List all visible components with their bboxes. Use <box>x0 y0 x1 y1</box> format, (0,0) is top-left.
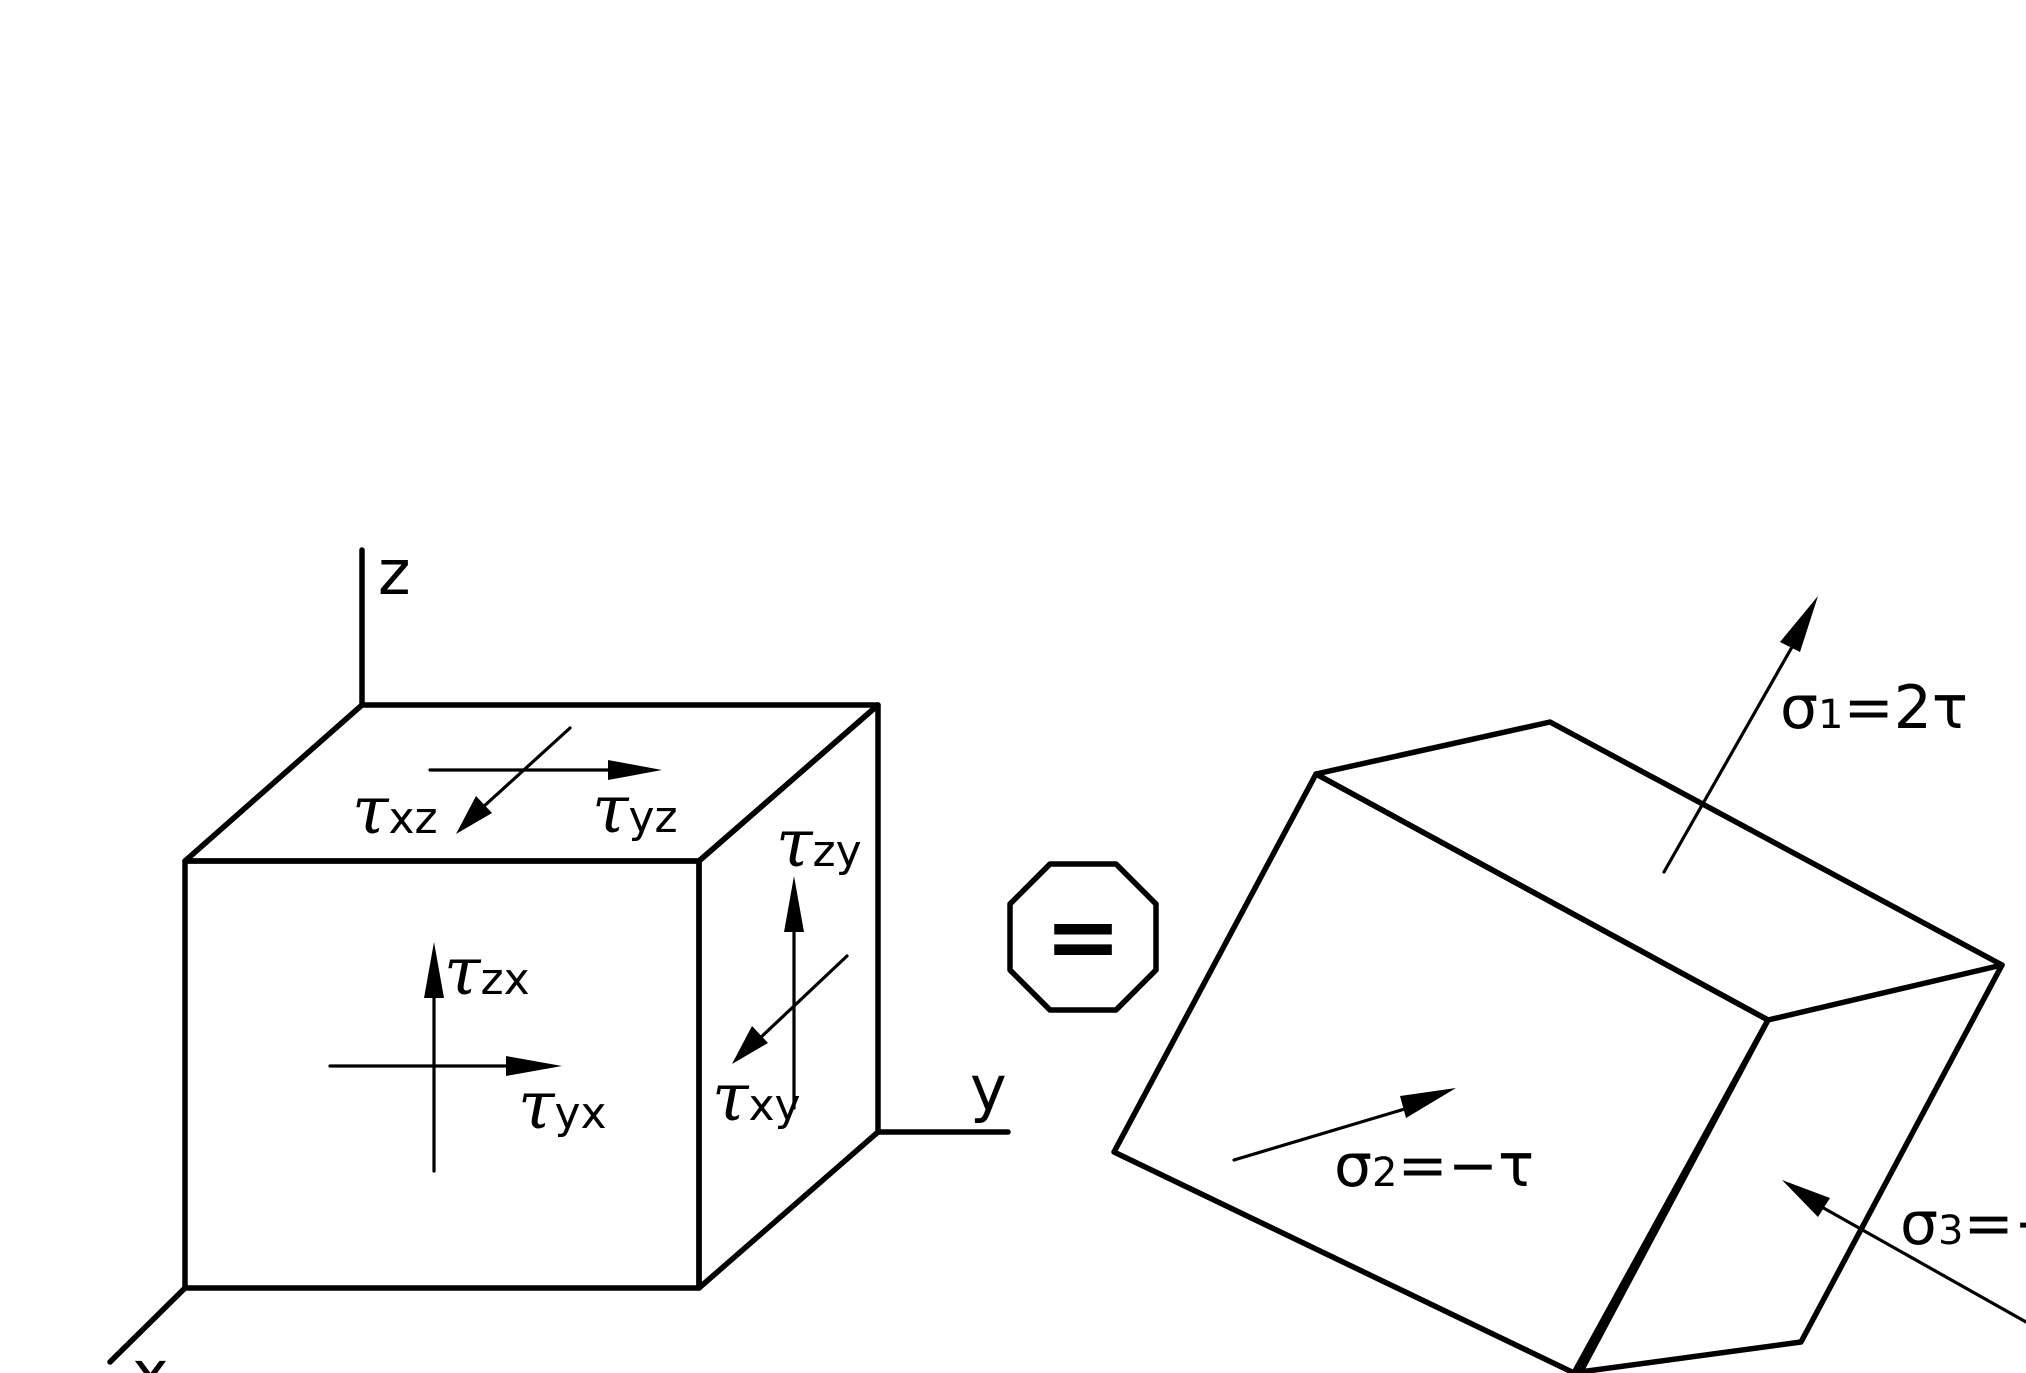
tau-xy-arrow <box>756 954 849 1042</box>
sigma1-label: σ1=2τ <box>1780 673 1968 743</box>
principal-right-face <box>1577 962 2005 1373</box>
x-axis-line <box>107 1285 188 1365</box>
cube-front-face <box>182 858 702 1291</box>
principal-top-face <box>1313 719 2005 1023</box>
tau-yz-arrowhead <box>608 760 662 780</box>
tau-zx-arrowhead <box>424 942 444 998</box>
equals-text: = <box>1044 883 1121 990</box>
sigma2-label: σ2=−τ <box>1334 1131 1534 1201</box>
sigma2-arrow <box>1232 1106 1410 1162</box>
tau-xz-arrow <box>480 726 572 810</box>
tau-xz-label: τxz <box>352 772 438 849</box>
z-axis-label: z <box>378 536 411 609</box>
sigma1-arrowhead <box>1780 596 1818 652</box>
tau-xz-arrowhead <box>456 796 492 834</box>
equals-symbol: = <box>1007 861 1159 1013</box>
sigma1-arrow <box>1662 638 1798 874</box>
tau-yz-label: τyz <box>592 771 678 848</box>
sigma3-label: σ3=− <box>1900 1189 2026 1259</box>
cube-top-face <box>182 702 881 864</box>
equals-octagon <box>1007 861 1159 1013</box>
tau-zy-label: τzy <box>776 805 862 882</box>
tau-zx-label: τzx <box>444 933 530 1010</box>
principal-front-face <box>1111 771 1771 1373</box>
tau-yx-label: τyx <box>518 1067 607 1144</box>
tau-zy-arrowhead <box>784 876 804 932</box>
tau-xy-arrowhead <box>732 1026 768 1064</box>
shear-cube: z y x τxz τyz τzy τzx τyx τxy <box>107 536 1011 1373</box>
tau-yx-arrowhead <box>506 1056 562 1076</box>
sigma2-arrowhead <box>1400 1088 1456 1118</box>
tau-xy-label: τxy <box>712 1059 801 1136</box>
principal-element: σ1=2τ σ2=−τ σ3=− <box>1111 596 2026 1373</box>
sigma3-arrow <box>1818 1204 2026 1324</box>
principal-edge <box>1577 1017 1771 1373</box>
x-axis-label: x <box>132 1337 169 1373</box>
sigma3-arrowhead <box>1782 1180 1830 1217</box>
cube-right-face <box>696 702 881 1291</box>
y-axis-label: y <box>970 1052 1007 1125</box>
